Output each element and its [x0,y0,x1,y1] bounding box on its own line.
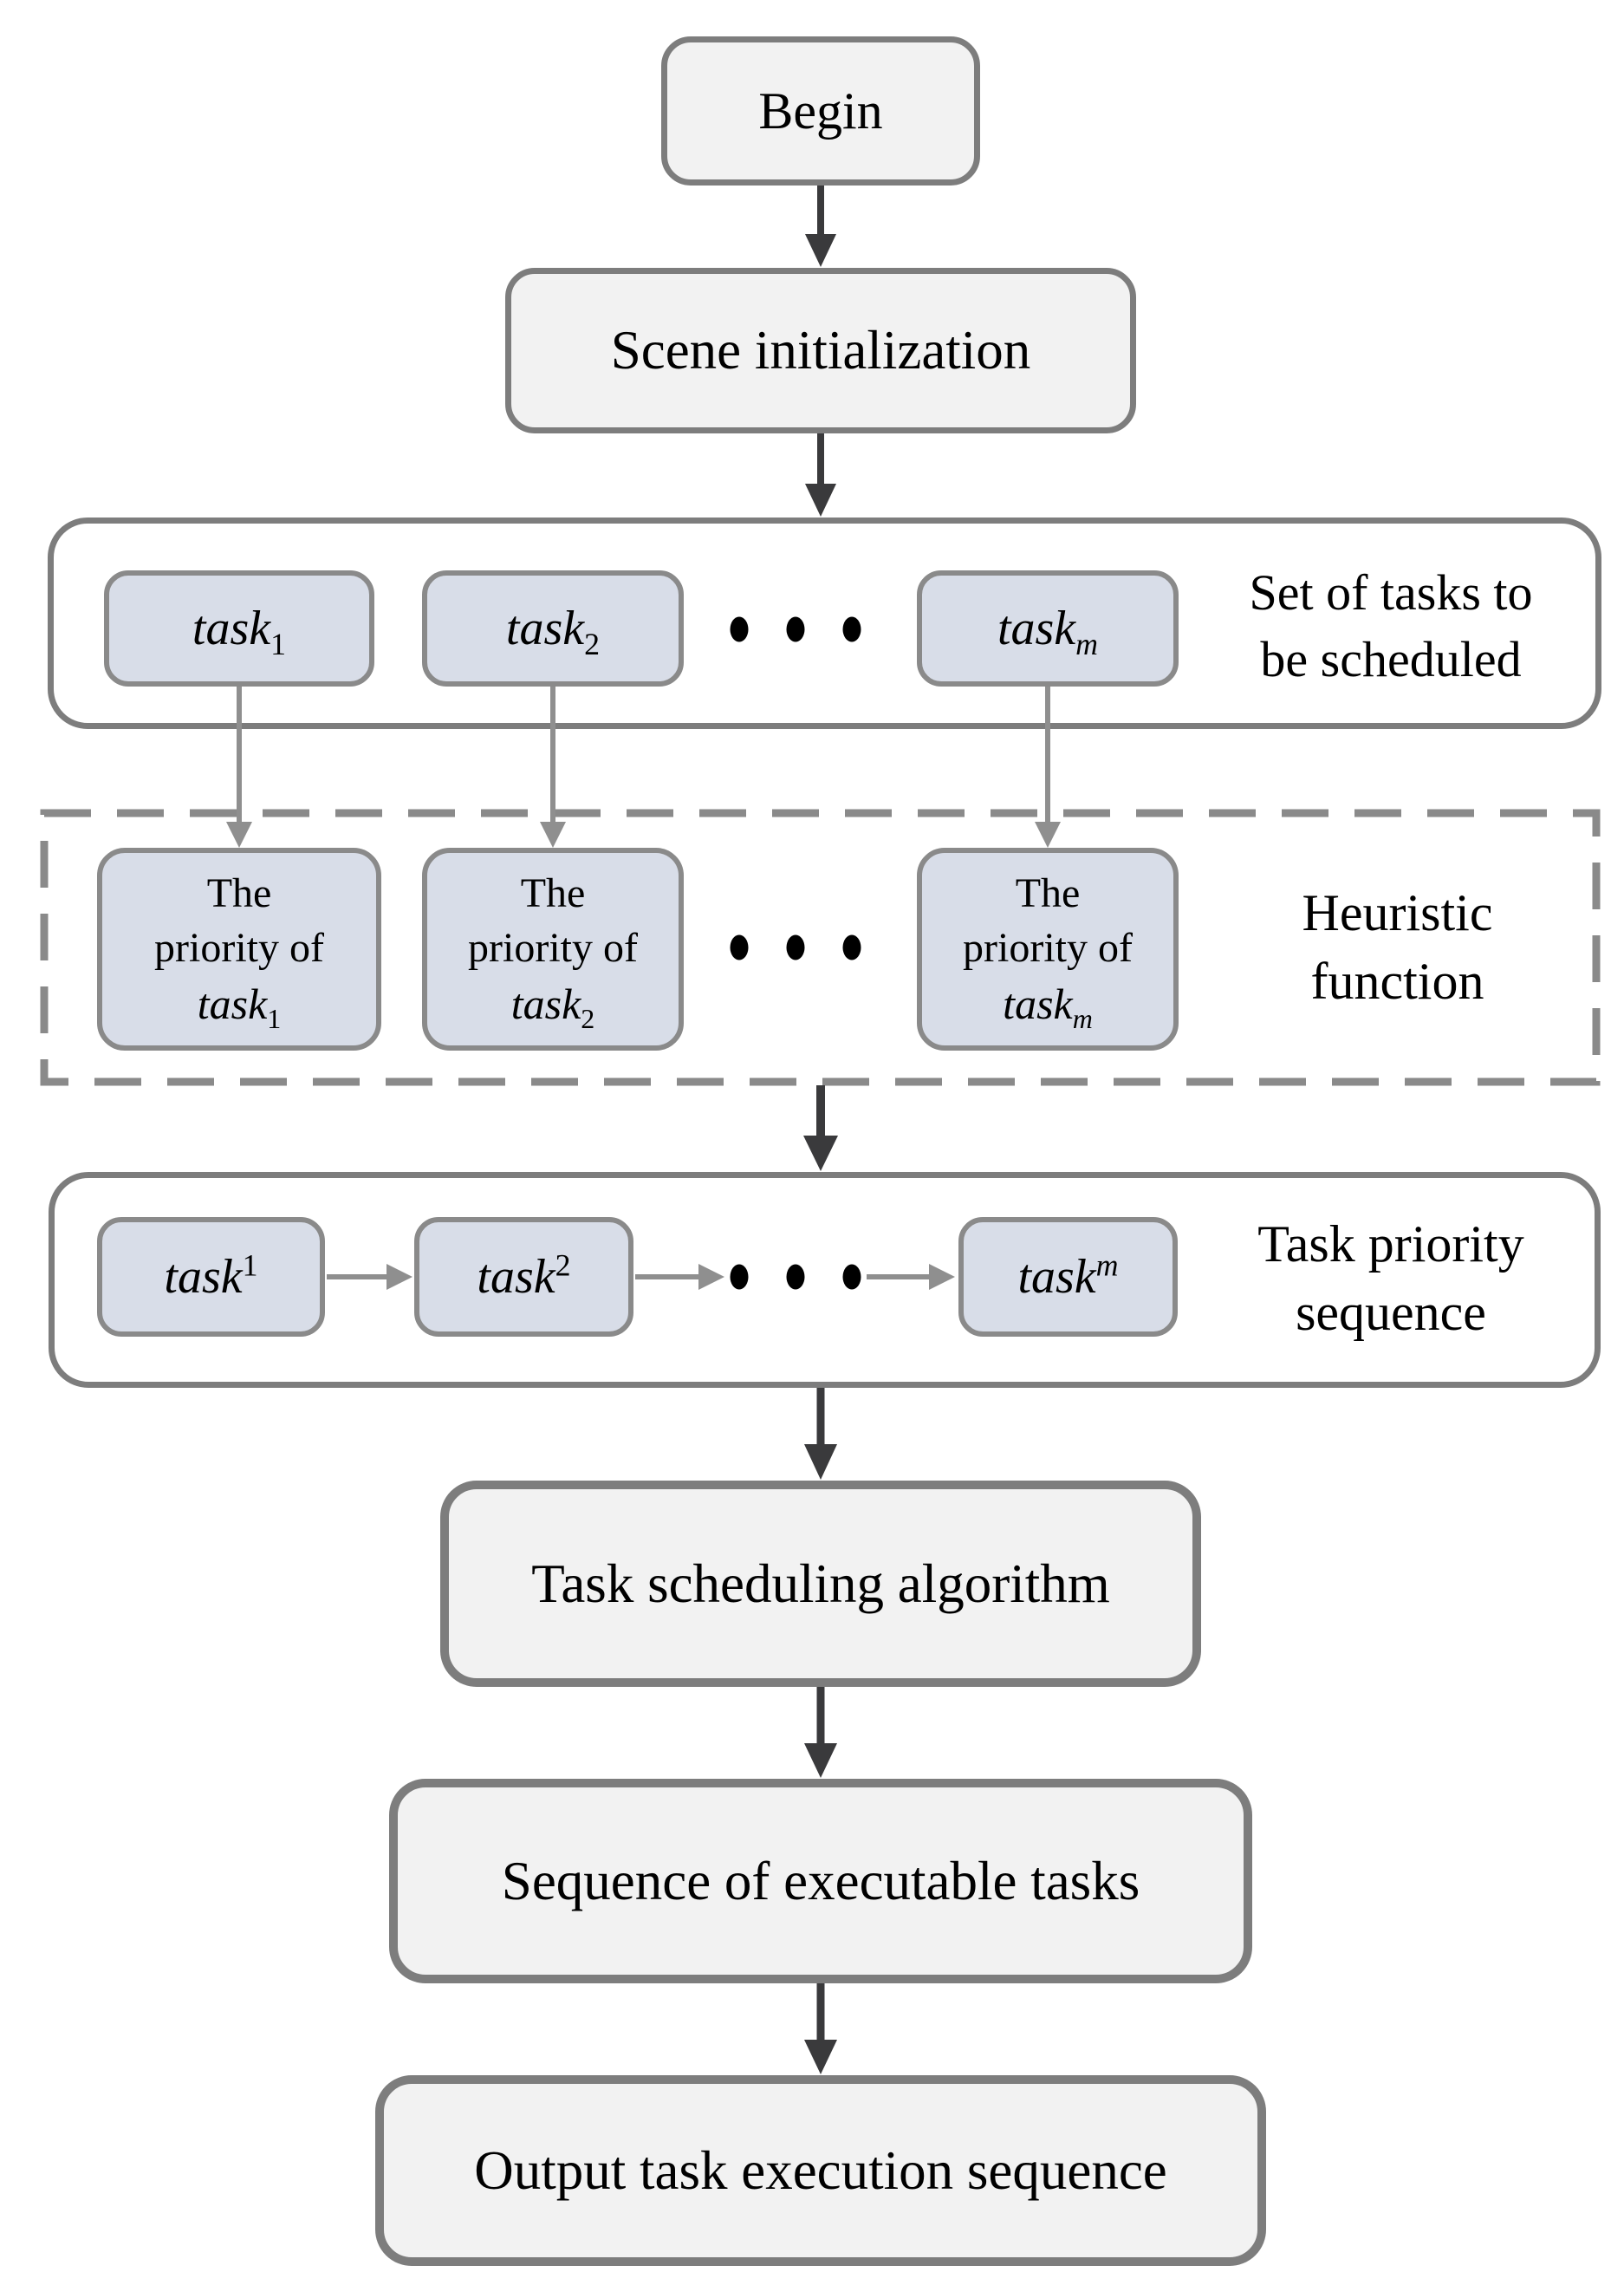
priority-node-2: The priority of task2 [422,848,684,1051]
dot-icon [786,934,805,960]
task-node-1: task1 [104,570,374,687]
priority-node-2-label: The priority of task2 [468,869,638,1035]
task-node-2: task2 [422,570,684,687]
task-node-2-label: task2 [505,602,601,662]
node-begin-label: Begin [758,81,883,140]
node-task-scheduling-algorithm-label: Task scheduling algorithm [531,1553,1110,1614]
priority-sequence-annotation-line1: Task priority [1257,1214,1524,1273]
dot-icon [842,616,861,642]
sequence-task-node-1-label: task1 [164,1247,258,1304]
node-output-task-execution-sequence: Output task execution sequence [375,2075,1266,2266]
priority-node-m: The priority of taskm [917,848,1179,1051]
sequence-task-node-2-label: task2 [477,1247,571,1304]
task-node-1-label: task1 [192,602,287,662]
sequence-task-node-m: taskm [958,1217,1178,1337]
priority-node-1-label: The priority of task1 [154,869,324,1035]
priority-node-m-label: The priority of taskm [963,869,1133,1035]
node-output-task-execution-sequence-label: Output task execution sequence [474,2139,1167,2201]
sequence-task-node-m-label: taskm [1017,1247,1119,1304]
node-task-scheduling-algorithm: Task scheduling algorithm [440,1481,1201,1687]
dot-icon [842,934,861,960]
task-set-annotation-line2: be scheduled [1260,631,1522,687]
task-set-annotation-line1: Set of tasks to [1249,564,1533,622]
dot-icon [730,934,749,960]
node-scene-initialization: Scene initialization [505,268,1136,433]
heuristic-annotation-line1: Heuristic [1302,883,1493,941]
node-scene-initialization-label: Scene initialization [610,320,1031,381]
priority-node-1: The priority of task1 [97,848,381,1051]
node-sequence-of-executable-tasks: Sequence of executable tasks [389,1779,1252,1983]
dot-icon [786,616,805,642]
task-node-m-label: taskm [997,602,1099,662]
dot-icon [786,1264,805,1290]
sequence-task-node-1: task1 [97,1217,325,1337]
dot-icon [730,616,749,642]
priority-sequence-annotation-line2: sequence [1296,1284,1486,1341]
priority-sequence-annotation: Task priority sequence [1200,1189,1582,1368]
task-set-annotation: Set of tasks to be scheduled [1200,537,1582,716]
heuristic-annotation: Heuristic function [1209,858,1586,1037]
sequence-task-node-2: task2 [414,1217,633,1337]
task-node-m: taskm [917,570,1179,687]
heuristic-annotation-line2: function [1310,953,1484,1010]
dot-icon [842,1264,861,1290]
node-sequence-of-executable-tasks-label: Sequence of executable tasks [501,1850,1140,1911]
node-begin: Begin [661,36,980,186]
dot-icon [730,1264,749,1290]
